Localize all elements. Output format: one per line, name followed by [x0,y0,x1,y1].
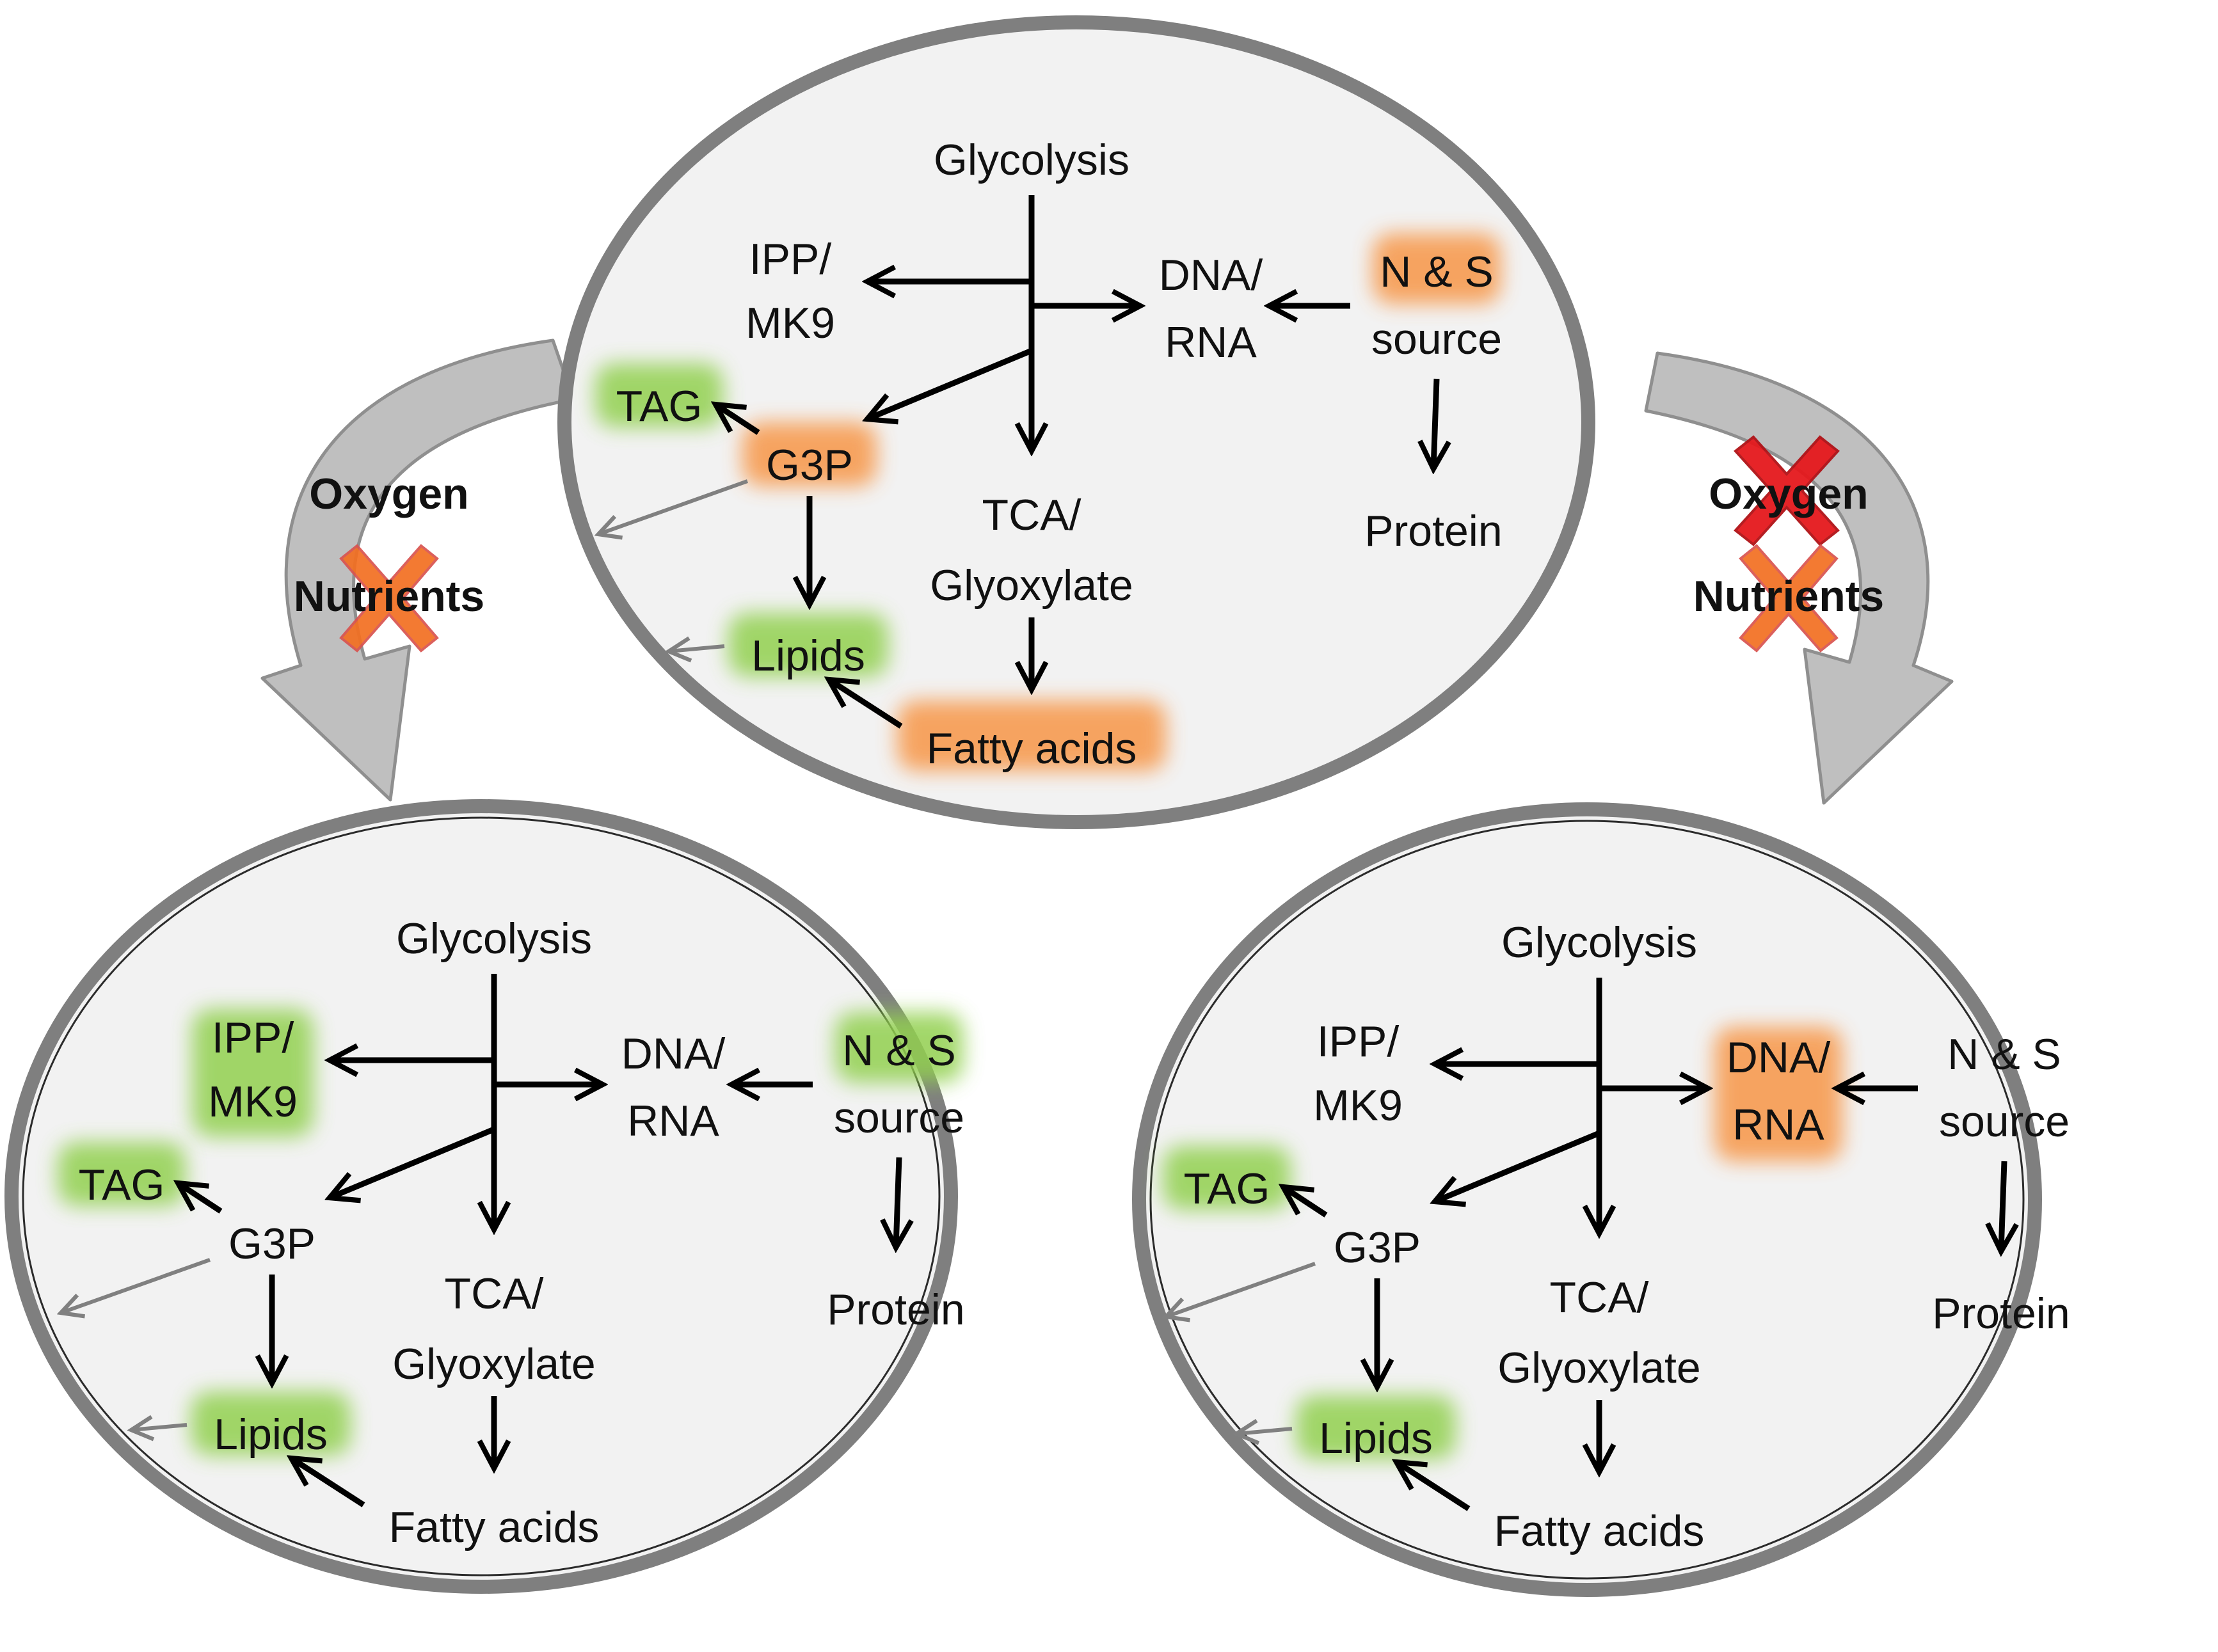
arrow-ns-to-protein [1433,378,1437,469]
condition-oxygen-right: Oxygen [1709,470,1868,518]
arrow-ns-to-protein [2001,1161,2004,1251]
cross-icon [1739,544,1839,653]
dna-rna-highlight [1714,1027,1842,1161]
cross-icon [339,544,439,653]
label-tca-line2: Glyoxylate [930,561,1133,610]
label-tag: TAG [616,382,703,431]
arrow-fatty-acids-to-lipids [1396,1462,1471,1511]
label-ns-line2: source [1371,315,1502,363]
label-ipp-line2: MK9 [208,1077,298,1126]
transition-arrow-left [260,338,575,802]
label-ipp-line2: MK9 [746,299,835,347]
arrow-lipids-efflux [669,646,725,651]
ns-source-highlight [1373,234,1501,304]
tag-highlight [1163,1146,1291,1210]
cross-icon [1734,435,1840,546]
arrow-to-g3p [330,1126,495,1198]
label-dna-line1: DNA/ [1727,1033,1831,1082]
ns-source-highlight [835,1012,963,1083]
label-g3p: G3P [1334,1223,1421,1272]
arrow-fatty-acids-to-lipids [291,1458,365,1507]
label-protein: Protein [1364,507,1502,555]
fatty-acids-highlight [897,701,1166,771]
label-lipids: Lipids [751,631,865,680]
lipids-highlight [1296,1395,1456,1459]
label-glycolysis: Glycolysis [396,914,592,963]
lipids-highlight [191,1392,351,1456]
label-g3p: G3P [228,1219,315,1268]
arrow-ns-to-protein [896,1157,899,1248]
transition-left-conditions: Oxygen Nutrients [294,470,484,653]
label-tca-line1: TCA/ [445,1269,544,1318]
label-dna-line1: DNA/ [621,1029,726,1078]
label-tca-line1: TCA/ [982,491,1081,539]
condition-nutrients-right: Nutrients [1693,572,1884,621]
label-tca-line1: TCA/ [1550,1273,1649,1322]
label-dna-line2: RNA [1732,1100,1824,1149]
label-ipp-line2: MK9 [1313,1081,1403,1130]
label-glycolysis: Glycolysis [934,136,1129,184]
condition-nutrients-left: Nutrients [294,572,484,621]
label-fatty-acids: Fatty acids [1494,1507,1705,1555]
label-dna-line2: RNA [1165,318,1257,367]
cell-right-membrane [1132,802,2042,1597]
label-tca-line2: Glyoxylate [392,1340,595,1388]
label-lipids: Lipids [214,1410,328,1459]
ipp-mk9-highlight [192,1009,314,1137]
label-g3p: G3P [766,441,853,489]
arrow-g3p-to-tag [1283,1187,1328,1218]
label-ns-line1: N & S [1947,1030,2061,1079]
label-glycolysis: Glycolysis [1501,918,1697,967]
g3p-highlight [742,422,877,486]
label-lipids: Lipids [1319,1414,1433,1463]
label-protein: Protein [1932,1289,2070,1338]
cell-left-inner-line [22,816,941,1577]
label-tca-line2: Glyoxylate [1497,1344,1700,1392]
label-protein: Protein [827,1285,964,1334]
label-ns-line2: source [1939,1097,2070,1146]
arrow-to-g3p [867,347,1033,419]
transition-arrow-right [1644,351,1954,805]
arrow-g3p-to-tag [715,404,760,435]
label-tag: TAG [1184,1164,1270,1213]
arrow-lipids-efflux [1236,1429,1293,1434]
label-ipp-line1: IPP/ [749,235,832,283]
label-ipp-line1: IPP/ [212,1013,294,1062]
label-dna-line1: DNA/ [1159,251,1263,299]
label-fatty-acids: Fatty acids [927,724,1137,773]
lipids-highlight [728,613,888,677]
label-tag: TAG [79,1161,165,1209]
arrow-lipids-efflux [131,1425,187,1430]
arrow-g3p-efflux [61,1258,211,1313]
label-ipp-line1: IPP/ [1317,1017,1400,1066]
label-ns-line1: N & S [842,1026,956,1075]
label-ns-line2: source [834,1093,964,1142]
label-dna-line2: RNA [627,1097,719,1145]
cell-right-inner-line [1149,820,2025,1580]
arrow-fatty-acids-to-lipids [829,679,903,729]
arrow-g3p-efflux [1166,1262,1316,1317]
tag-highlight [595,363,723,427]
label-ns-line1: N & S [1380,248,1494,296]
condition-oxygen-left: Oxygen [309,470,468,518]
arrow-g3p-to-tag [178,1183,223,1214]
label-fatty-acids: Fatty acids [389,1503,600,1552]
arrow-g3p-efflux [598,479,749,534]
transition-right-conditions: Oxygen Nutrients [1693,435,1884,653]
arrow-to-g3p [1435,1130,1600,1202]
tag-highlight [58,1142,186,1206]
